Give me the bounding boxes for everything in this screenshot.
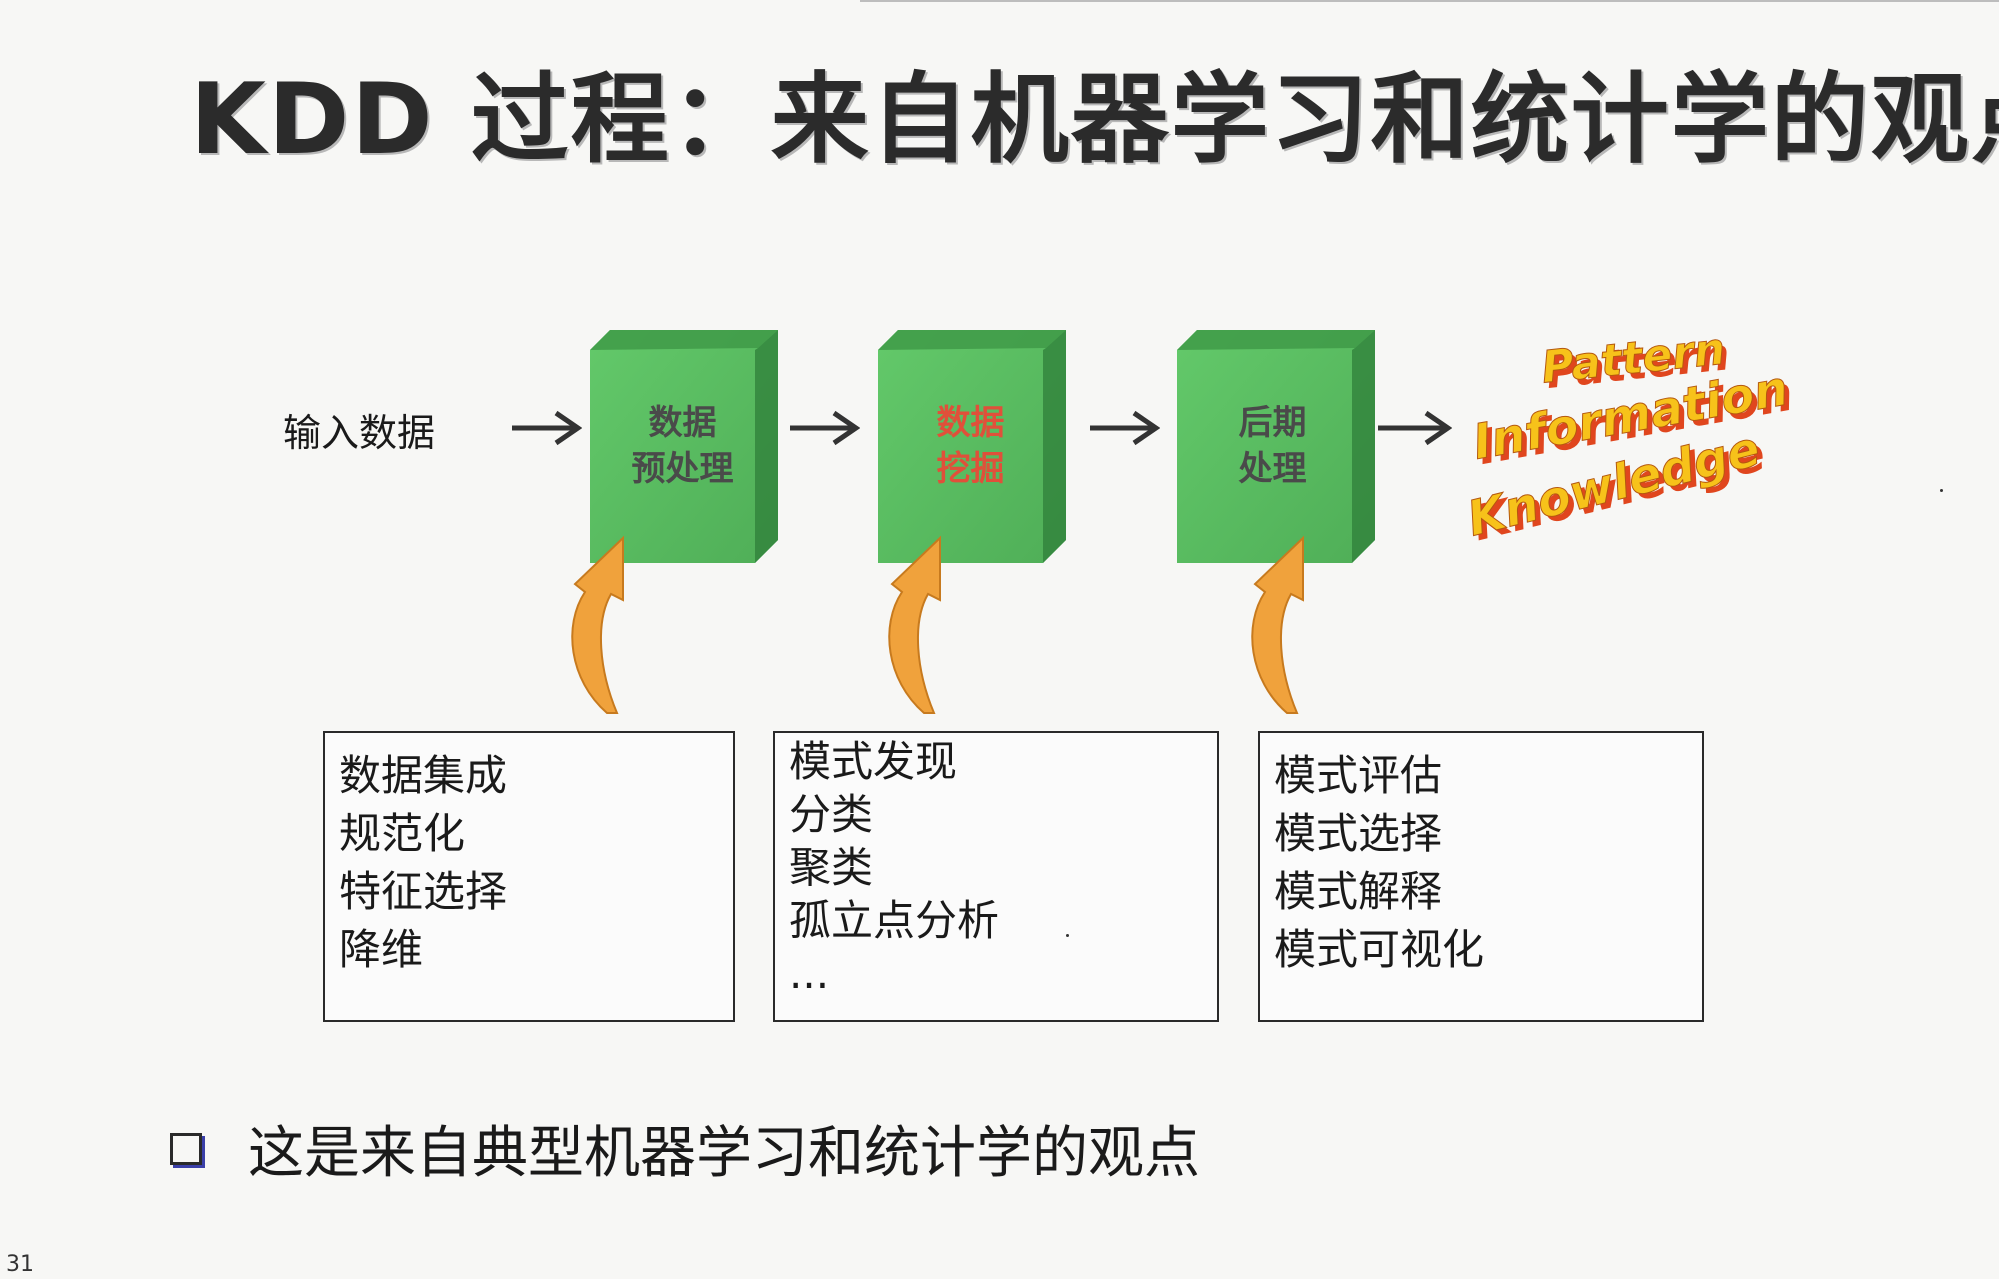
stage-label-line1: 数据: [648, 403, 717, 443]
output-word-art: Pattern Pattern Information Information …: [1461, 323, 1797, 545]
speck: [1940, 489, 1943, 492]
square-bullet-icon: [170, 1132, 202, 1165]
slide-title: KDD 过程：来自机器学习和统计学的观点: [190, 63, 1999, 177]
list-item: 模式可视化: [1274, 925, 1485, 974]
bullet-text: 这是来自典型机器学习和统计学的观点: [248, 1121, 1200, 1186]
bullet-row: 这是来自典型机器学习和统计学的观点: [170, 1108, 1200, 1189]
stage-label-line2: 处理: [1238, 449, 1307, 489]
arrow-postprocess-to-output: [1378, 410, 1452, 446]
list-item: 模式选择: [1274, 809, 1443, 858]
arrow-input-to-preprocess: [512, 410, 582, 446]
stage-label-postprocess: 后期 处理: [1185, 400, 1360, 492]
box-postprocess-tasks: 模式评估 模式选择 模式解释 模式可视化: [1258, 731, 1704, 1022]
stage-label-line1: 后期: [1238, 403, 1307, 443]
list-item: 孤立点分析: [789, 896, 1000, 945]
box-preprocess-tasks: 数据集成 规范化 特征选择 降维: [323, 731, 735, 1022]
curl-arrow-preprocess: [571, 535, 624, 714]
list-item: 特征选择: [339, 867, 508, 916]
list-item: 模式解释: [1274, 867, 1443, 916]
box-mining-tasks: 模式发现 分类 聚类 孤立点分析 ...: [773, 731, 1219, 1022]
curl-arrow-postprocess: [1251, 535, 1304, 714]
list-item: 降维: [339, 925, 424, 974]
stage-label-preprocess: 数据 预处理: [600, 400, 765, 492]
list-item: 聚类: [789, 843, 874, 892]
speck: [1066, 934, 1069, 937]
cube-preprocess: [590, 330, 778, 563]
list-item: 分类: [789, 790, 874, 839]
curl-arrow-mining: [888, 535, 941, 714]
stage-label-mining: 数据 挖掘: [888, 400, 1053, 492]
stage-label-line1: 数据: [936, 403, 1005, 443]
list-item: ...: [789, 949, 830, 998]
arrow-preprocess-to-mining: [790, 410, 860, 446]
top-rule: [860, 0, 1999, 2]
stage-label-line2: 挖掘: [936, 449, 1005, 489]
list-item: 规范化: [339, 809, 466, 858]
input-data-label: 输入数据: [283, 411, 436, 455]
list-item: 模式评估: [1274, 751, 1443, 800]
cube-mining: [878, 330, 1066, 563]
page-number: 31: [6, 1252, 34, 1277]
stage-label-line2: 预处理: [631, 449, 734, 489]
list-item: 模式发现: [789, 737, 958, 786]
cube-postprocess: [1177, 330, 1375, 563]
arrow-mining-to-postprocess: [1090, 410, 1160, 446]
list-item: 数据集成: [339, 751, 508, 800]
